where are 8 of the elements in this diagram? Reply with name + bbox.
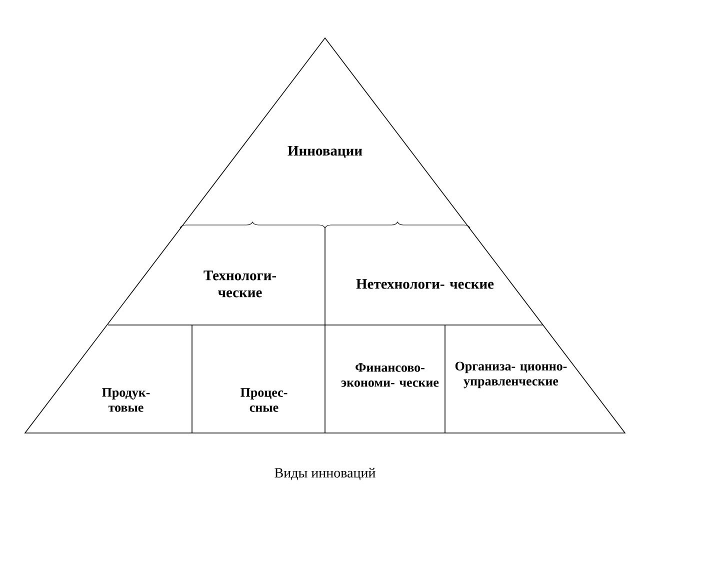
pyramid-label: Организа- ционно- управленческие: [455, 362, 567, 388]
pyramid-label: Продук- товые: [102, 388, 150, 412]
pyramid-label: Процес- сные: [240, 388, 288, 412]
caption: Виды инноваций: [274, 468, 376, 480]
pyramid-label: Нетехнологи- ческие: [356, 279, 494, 289]
pyramid-label: Инновации: [288, 146, 362, 158]
pyramid-label: Финансово- экономи- ческие: [341, 363, 439, 387]
pyramid-label: Технологи- ческие: [204, 270, 276, 298]
